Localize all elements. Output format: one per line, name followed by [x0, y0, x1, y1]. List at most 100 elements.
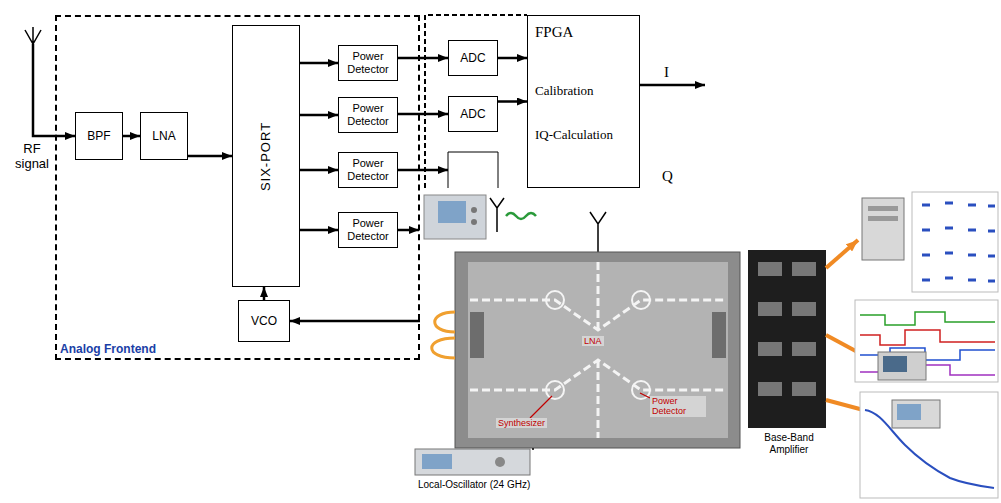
constellation-plot	[912, 192, 998, 292]
part-label: LNA	[582, 336, 604, 346]
section-heading: Analog Frontend	[60, 342, 156, 356]
process-box: VCO	[238, 300, 290, 342]
part-label: Power Detector	[650, 396, 706, 417]
tx-antenna-photo	[490, 198, 504, 232]
box-label: Calibration	[535, 83, 594, 99]
signal-arrow	[498, 57, 527, 60]
receiver-board-photo	[632, 291, 650, 309]
process-box: BPF	[75, 112, 123, 160]
box-label: ADC	[460, 107, 485, 121]
scope-trace-plot	[860, 330, 995, 345]
output-label: Q	[662, 168, 673, 185]
power-detector-box: Power Detector	[338, 152, 398, 188]
baseband-amplifier-photo	[748, 250, 826, 428]
receiver-board-photo	[470, 312, 484, 358]
tx-antenna-photo	[490, 198, 536, 232]
signal-generator-photo	[471, 219, 477, 225]
hidden-adc-box	[448, 152, 498, 188]
output-arrows	[826, 240, 858, 268]
signal-arrow	[300, 114, 338, 117]
detector-wire	[396, 169, 448, 172]
signal-generator-photo	[424, 195, 486, 239]
scope-trace-plot	[855, 300, 998, 382]
baseband-amplifier-photo	[758, 262, 782, 276]
signal-generator-photo	[424, 195, 486, 239]
process-box: ADC	[448, 96, 498, 132]
box-label: VCO	[251, 314, 277, 328]
constellation-plot	[912, 192, 998, 292]
signal-arrow	[263, 287, 266, 300]
box-label: ADC	[460, 51, 485, 65]
scope-trace-plot	[883, 356, 907, 372]
scope-trace-plot	[855, 300, 998, 382]
power-detector-box: Power Detector	[338, 97, 398, 133]
box-label: SIX-PORT	[259, 121, 274, 190]
scope-trace-plot	[860, 312, 995, 325]
computer-photo	[862, 198, 904, 260]
feedback-wire	[290, 320, 420, 323]
box-label: BPF	[87, 129, 110, 143]
receiver-board-photo	[712, 312, 726, 358]
baseband-amplifier-photo	[758, 302, 782, 316]
baseband-amplifier-photo	[792, 262, 816, 276]
spectrum-plot	[897, 404, 921, 420]
digital-section-border	[425, 15, 527, 188]
baseband-amplifier-photo	[792, 302, 816, 316]
receiver-board-photo	[468, 262, 728, 438]
antenna-symbol	[25, 27, 41, 44]
local-oscillator-photo	[415, 448, 533, 475]
box-label: LNA	[152, 129, 175, 143]
baseband-amplifier-photo	[748, 250, 826, 428]
process-box: LNA	[140, 112, 188, 160]
constellation-plot	[922, 203, 995, 281]
local-oscillator-photo	[495, 457, 505, 467]
computer-photo	[862, 198, 904, 260]
box-label: IQ-Calculation	[535, 127, 613, 143]
baseband-amplifier-photo	[792, 342, 816, 356]
baseband-amplifier-photo	[758, 342, 782, 356]
receiver-board-photo	[470, 262, 726, 438]
antenna-symbol	[25, 27, 41, 44]
signal-arrow	[300, 229, 338, 232]
detector-wire	[396, 229, 419, 232]
signal-arrow	[300, 169, 338, 172]
rf-input-wire	[33, 44, 75, 136]
signal-label: RF signal	[8, 142, 56, 172]
signal-generator-photo	[438, 201, 466, 223]
process-box: ADC	[448, 40, 498, 76]
spectrum-plot	[860, 392, 998, 498]
local-oscillator-photo	[532, 448, 534, 450]
power-detector-box: Power Detector	[338, 212, 398, 248]
box-label: Power Detector	[341, 157, 395, 182]
baseband-amplifier-photo	[758, 382, 782, 396]
computer-photo	[868, 216, 898, 221]
box-label: Power Detector	[341, 217, 395, 242]
local-oscillator-photo	[422, 454, 452, 469]
receiver-board-photo	[455, 252, 740, 448]
frontend-region: Analog Frontend BPF LNA SIX-PORT Power Detec…	[55, 15, 420, 360]
signal-arrow	[300, 62, 338, 65]
signal-arrow	[123, 135, 140, 138]
box-label: Power Detector	[341, 102, 395, 127]
signal-arrow	[188, 155, 232, 158]
output-label: I	[664, 64, 669, 81]
baseband-amplifier-photo	[792, 382, 816, 396]
scope-trace-plot	[878, 352, 926, 380]
receiver-board-photo	[546, 381, 564, 399]
six-port-box: SIX-PORT	[232, 25, 300, 287]
signal-arrow	[398, 57, 448, 60]
signal-arrow	[498, 100, 527, 103]
part-label: Synthesizer	[496, 418, 547, 428]
signal-generator-photo	[471, 207, 477, 213]
fpga-box: FPGA CalibrationIQ-Calculation	[527, 15, 640, 188]
computer-photo	[868, 206, 898, 211]
box-label: Power Detector	[341, 50, 395, 75]
receiver-board-photo	[530, 393, 650, 418]
power-detector-box: Power Detector	[338, 45, 398, 81]
part-label: Base-Band Amplifier	[750, 432, 828, 455]
box-label: FPGA	[535, 24, 573, 41]
receiver-board-photo	[546, 291, 564, 309]
signal-arrow	[398, 113, 448, 116]
receiver-board-photo	[432, 312, 455, 358]
spectrum-plot	[892, 400, 940, 428]
